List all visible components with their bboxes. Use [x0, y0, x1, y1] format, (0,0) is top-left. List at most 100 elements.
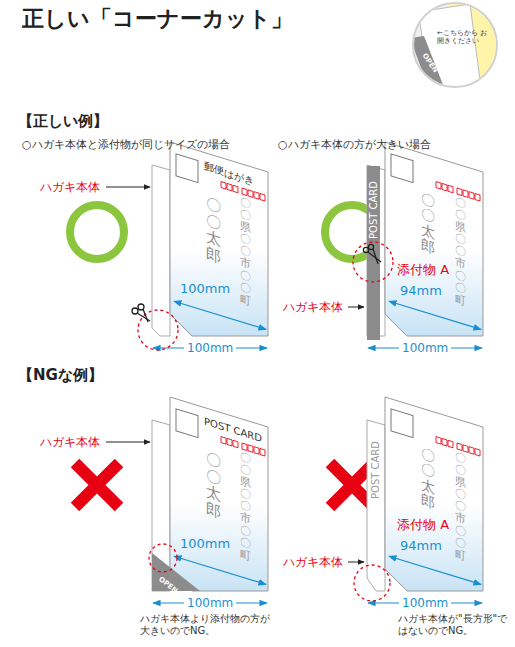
postcode-box: [233, 440, 238, 448]
postcode-box: [227, 438, 232, 446]
part-label: ハガキ本体: [40, 435, 100, 449]
postcode-box: [248, 445, 253, 453]
ng-note: ハガキ本体より添付物の方が大きいのでNG。: [140, 613, 270, 637]
card-heading: 郵便はがき: [204, 160, 254, 187]
dimension: 100mm: [399, 596, 451, 610]
address-column: 〇〇県〇〇市〇〇町: [240, 451, 251, 563]
postcode-box: [442, 438, 447, 446]
postcard-face: 〇〇太郎 〇〇県〇〇市〇〇町: [385, 397, 483, 587]
postcode-box: [260, 449, 265, 457]
case-caption: ○ハガキ本体と添付物が同じサイズの場合: [22, 138, 230, 151]
postcode-box: [469, 192, 474, 200]
correct-example-body-larger: [363, 244, 381, 264]
address-column: 〇〇県〇〇市〇〇町: [455, 196, 466, 308]
postcode-box: [442, 183, 447, 191]
correct-example-same-size: [137, 313, 150, 321]
inset-illustration: [410, 0, 515, 95]
ng-example-body-not-rectangle: [367, 420, 385, 591]
postcode-box: [457, 443, 462, 451]
ng-example-body-not-rectangle: [389, 556, 481, 584]
ng-example-attachment-larger: [106, 442, 150, 443]
postcode-box: [457, 188, 462, 196]
postcode-box: [248, 190, 253, 198]
part-label: ハガキ本体: [283, 555, 343, 569]
correct-example-body-larger: [325, 142, 483, 348]
part-label: ハガキ本体: [283, 300, 343, 314]
postcode-box: [469, 447, 474, 455]
correct-example-body-larger: [385, 142, 483, 336]
correct-example-same-size: [106, 187, 150, 188]
band-text: POST CARD: [368, 181, 380, 239]
correct-example-body-larger: [353, 242, 393, 282]
correct-example-same-size: [143, 309, 148, 322]
correct-example-same-size: [132, 304, 150, 322]
postcode-box: [242, 188, 247, 196]
correct-example-body-larger: [348, 307, 364, 308]
correct-example-body-larger: [368, 244, 373, 249]
address-column: 〇〇県〇〇市〇〇町: [455, 451, 466, 563]
correct-example-body-larger: [367, 166, 380, 340]
page-title: 正しい「コーナーカット」: [22, 6, 293, 32]
postcard-face: POST CARD〇〇太郎〇〇県〇〇市〇〇町: [170, 397, 268, 587]
dimension: 100mm: [399, 341, 451, 355]
addressee-name: 〇〇太郎: [421, 191, 435, 257]
section-heading: 【正しい例】: [18, 112, 108, 130]
postcode-box: [221, 182, 226, 190]
postcode-box: [436, 182, 441, 190]
postcard-face: 〇〇太郎 〇〇県〇〇市〇〇町: [385, 142, 483, 332]
addressee-name: 〇〇太郎: [421, 446, 435, 512]
dimension: 100mm: [184, 341, 236, 355]
ng-example-body-not-rectangle: [348, 562, 364, 563]
postcode-box: [227, 183, 232, 191]
postcode-box: [475, 449, 480, 457]
ng-example-body-not-rectangle: [330, 397, 483, 603]
stamp-box: [176, 409, 198, 438]
correct-example-same-size: [138, 310, 178, 350]
postcard-face: 郵便はがき〇〇太郎 〇〇県〇〇市〇〇町: [170, 142, 268, 332]
postcode-box: [463, 190, 468, 198]
postcode-box: [448, 185, 453, 193]
ng-example-attachment-larger: [75, 463, 119, 507]
ng-example-attachment-larger: [75, 463, 119, 507]
correct-example-same-size: [174, 301, 266, 329]
stamp-box: [391, 409, 413, 438]
postcode-box: [254, 192, 259, 200]
dimension: 94mm: [400, 283, 442, 299]
postcode-box: [448, 440, 453, 448]
part-label: ハガキ本体: [40, 180, 100, 194]
dimension: 94mm: [400, 538, 442, 554]
correct-example-body-larger: [389, 301, 481, 329]
band-text: POST CARD: [370, 441, 382, 499]
dimension: 100mm: [180, 281, 230, 297]
ng-example-attachment-larger: [75, 463, 119, 507]
ng-example-attachment-larger: [170, 397, 268, 591]
postcode-box: [260, 194, 265, 202]
ng-example-body-not-rectangle: [354, 565, 390, 601]
ng-example-attachment-larger: [75, 397, 268, 603]
correct-example-body-larger: [363, 247, 368, 252]
inset-note: ←こちらから お開きください: [437, 29, 489, 46]
ng-example-body-not-rectangle: [385, 397, 483, 591]
correct-example-body-larger: [373, 249, 378, 264]
address-column: 〇〇県〇〇市〇〇町: [240, 196, 251, 308]
postcode-box: [254, 447, 259, 455]
stamp-box: [176, 154, 198, 183]
part-label: 添付物 A: [397, 262, 449, 278]
addressee-name: 〇〇太郎: [206, 195, 221, 266]
correct-example-same-size: [70, 142, 268, 350]
ng-note: ハガキ本体が"長方形"ではないのでNG。: [398, 613, 512, 637]
addressee-name: 〇〇太郎: [206, 450, 221, 521]
postcode-box: [242, 443, 247, 451]
stamp-box: [391, 154, 413, 183]
dimension: 100mm: [180, 536, 230, 552]
ng-example-attachment-larger: [149, 544, 177, 572]
postcode-box: [221, 437, 226, 445]
correct-example-same-size: [170, 142, 268, 336]
postcode-box: [233, 185, 238, 193]
part-label: 添付物 A: [397, 517, 449, 533]
case-caption: ○ハガキ本体の方が大きい場合: [278, 138, 431, 151]
inset-illustration: [410, 0, 515, 95]
ng-example-attachment-larger: [174, 556, 266, 584]
postcode-box: [475, 194, 480, 202]
